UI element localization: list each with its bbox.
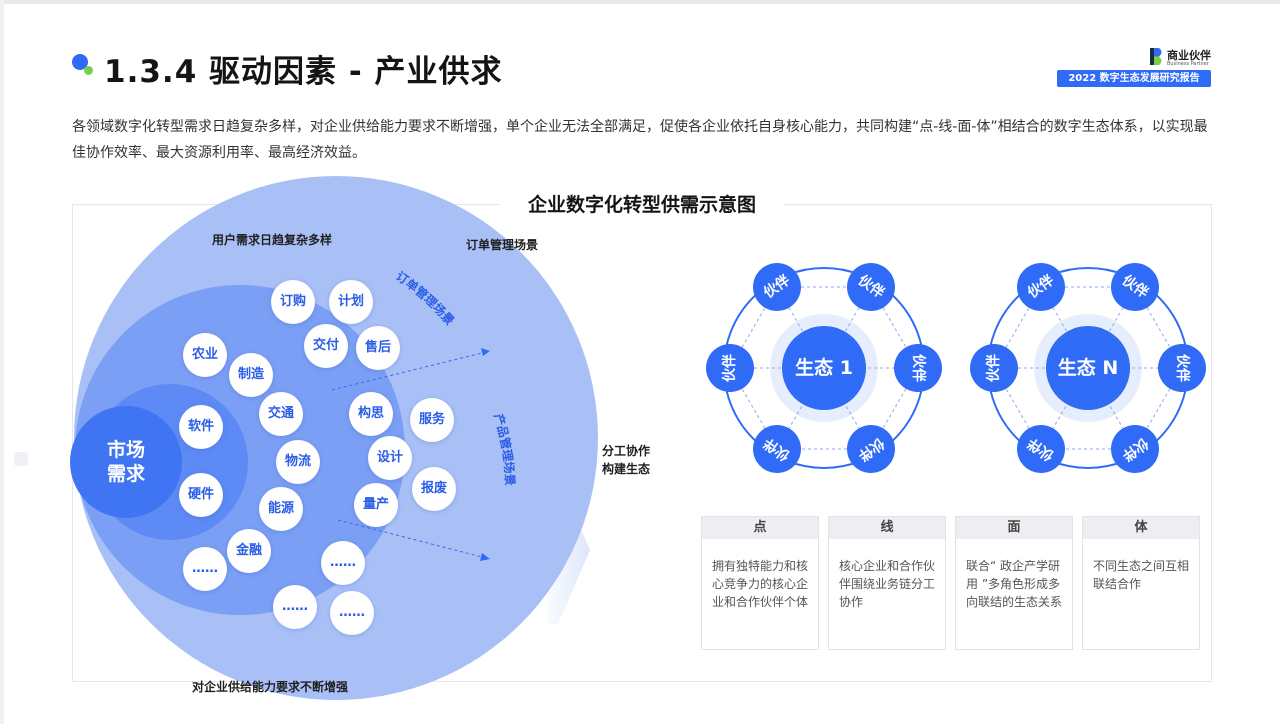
- ellipsis-item: ……: [330, 591, 374, 635]
- industry-item: 物流: [276, 440, 320, 484]
- definition-card-line: 线 核心企业和合作伙伴围绕业务链分工协作: [828, 516, 946, 650]
- partner-node: 伙伴: [706, 344, 754, 392]
- order-item: 订购: [271, 280, 315, 324]
- definition-card-plane: 面 联合“ 政企产学研用 ”多角色形成多向联结的生态关系: [955, 516, 1073, 650]
- industry-item: 交通: [259, 392, 303, 436]
- industry-item: 硬件: [179, 473, 223, 517]
- card-heading: 点: [702, 517, 818, 539]
- product-item: 服务: [410, 398, 454, 442]
- definition-card-body: 体 不同生态之间互相联结合作: [1082, 516, 1200, 650]
- logo-mark-icon: [1150, 48, 1162, 65]
- page-left-border: [0, 0, 4, 724]
- card-body: 拥有独特能力和核心竞争力的核心企业和合作伙伴个体: [712, 559, 809, 609]
- card-body: 不同生态之间互相联结合作: [1093, 559, 1190, 591]
- side-marker: [14, 452, 28, 466]
- order-item: 计划: [329, 280, 373, 324]
- diagram-title: 企业数字化转型供需示意图: [527, 194, 756, 216]
- collab-label: 分工协作构建生态: [602, 444, 651, 476]
- title-bullet-icon: [72, 54, 88, 70]
- logo-text: 商业伙伴: [1167, 49, 1211, 62]
- title-bullet-accent-icon: [84, 66, 93, 75]
- partner-node: 伙伴: [1158, 344, 1206, 392]
- order-scene-label: 订单管理场景: [466, 238, 539, 252]
- arrowhead-upper: [481, 348, 490, 356]
- intro-paragraph: 各领域数字化转型需求日趋复杂多样，对企业供给能力要求不断增强，单个企业无法全部满…: [72, 119, 1208, 161]
- card-body: 核心企业和合作伙伴围绕业务链分工协作: [839, 559, 936, 609]
- product-item: 设计: [368, 436, 412, 480]
- partner-node: 伙伴: [970, 344, 1018, 392]
- product-item: 构思: [349, 392, 393, 436]
- order-item: 售后: [356, 326, 400, 370]
- partner-node: 伙伴: [894, 344, 942, 392]
- industry-item: 农业: [183, 333, 227, 377]
- card-heading: 体: [1083, 517, 1199, 539]
- industry-item: 制造: [229, 353, 273, 397]
- supply-capability-label: 对企业供给能力要求不断增强: [192, 680, 349, 694]
- card-heading: 线: [829, 517, 945, 539]
- card-body: 联合“ 政企产学研用 ”多角色形成多向联结的生态关系: [966, 559, 1063, 609]
- user-demand-label: 用户需求日趋复杂多样: [212, 233, 333, 247]
- page-title: 1.3.4 驱动因素 - 产业供求: [104, 54, 503, 90]
- product-item: 量产: [354, 483, 398, 527]
- page-top-border: [0, 0, 1280, 4]
- ecosystem-n-hub: 生态 N: [1046, 326, 1130, 410]
- industry-item: 能源: [259, 487, 303, 531]
- brand-logo: 商业伙伴 Business Partner: [1150, 46, 1216, 68]
- dashed-arrow-lower: [337, 519, 487, 559]
- industry-item: 金融: [227, 529, 271, 573]
- arrowhead-lower: [480, 553, 490, 561]
- dashed-arrow-upper: [331, 351, 487, 391]
- order-item: 交付: [304, 324, 348, 368]
- definition-card-point: 点 拥有独特能力和核心竞争力的核心企业和合作伙伴个体: [701, 516, 819, 650]
- report-badge: 2022 数字生态发展研究报告: [1057, 70, 1211, 87]
- card-heading: 面: [956, 517, 1072, 539]
- ellipsis-item: ……: [273, 585, 317, 629]
- diagram-title-background: [500, 190, 784, 220]
- logo-subtext: Business Partner: [1167, 61, 1209, 67]
- ecosystem-1-hub: 生态 1: [782, 326, 866, 410]
- product-item: 报废: [412, 467, 456, 511]
- ellipsis-item: ……: [321, 541, 365, 585]
- industry-item: 软件: [179, 405, 223, 449]
- market-demand-label: 市场需求: [106, 439, 145, 485]
- core-circle: [70, 406, 182, 518]
- industry-item: ……: [183, 547, 227, 591]
